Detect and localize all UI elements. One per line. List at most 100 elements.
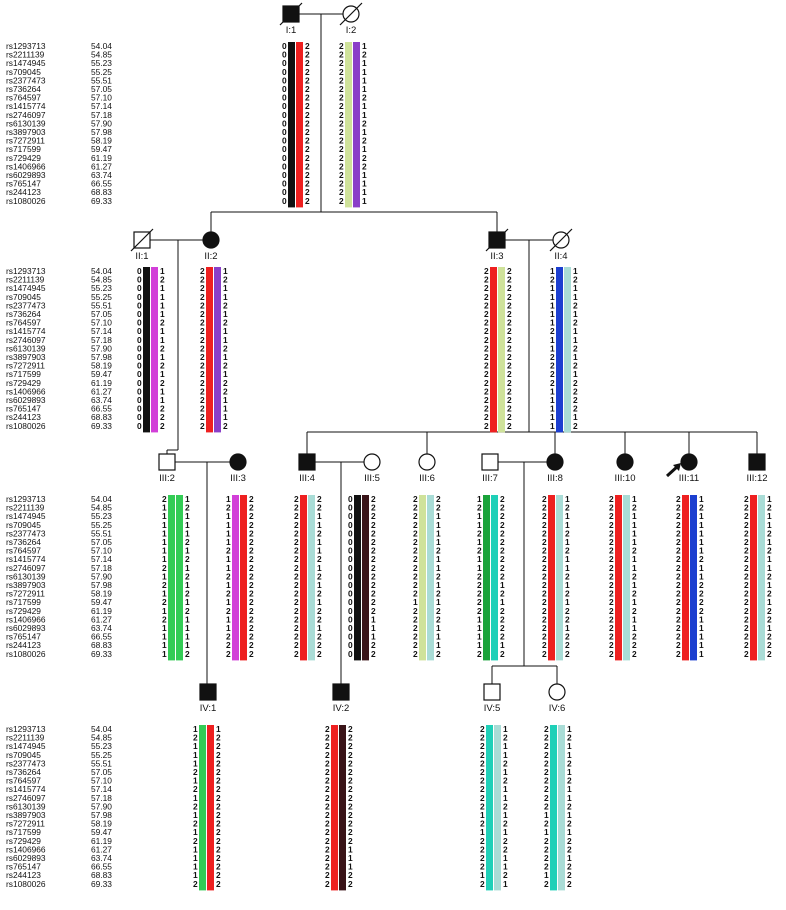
marker-rsid: rs736264 xyxy=(6,767,41,777)
genotype-allele: 1 xyxy=(362,144,367,154)
female-symbol xyxy=(363,453,381,471)
marker-position: 68.83 xyxy=(91,412,112,422)
genotype-allele: 2 xyxy=(348,793,353,803)
genotype-allele: 2 xyxy=(744,606,749,616)
genotype-allele: 1 xyxy=(193,776,198,786)
female-symbol xyxy=(680,453,698,471)
genotype-allele: 1 xyxy=(193,827,198,837)
marker-rsid: rs1415774 xyxy=(6,326,46,336)
genotype-allele: 2 xyxy=(249,528,254,538)
genotype-allele: 0 xyxy=(282,170,287,180)
genotype-allele: 2 xyxy=(500,632,505,642)
marker-position: 57.14 xyxy=(91,784,112,794)
genotype-allele: 1 xyxy=(567,810,572,820)
genotype-allele: 2 xyxy=(676,589,681,599)
marker-rsid: rs244123 xyxy=(6,640,41,650)
genotype-allele: 2 xyxy=(544,741,549,751)
genotype-allele: 2 xyxy=(542,503,547,513)
genotype-allele: 0 xyxy=(282,101,287,111)
marker-rsid: rs2377473 xyxy=(6,528,46,538)
genotype-allele: 2 xyxy=(317,494,322,504)
genotype-allele: 2 xyxy=(573,404,578,414)
genotype-allele: 2 xyxy=(185,606,190,616)
marker-rsid: rs717599 xyxy=(6,827,41,837)
genotype-allele: 2 xyxy=(185,537,190,547)
genotype-allele: 1 xyxy=(223,335,228,345)
marker-rsid: rs1415774 xyxy=(6,101,46,111)
genotype-allele: 2 xyxy=(609,649,614,659)
genotype-allele: 2 xyxy=(216,844,221,854)
genotype-allele: 2 xyxy=(609,563,614,573)
genotype-allele: 1 xyxy=(477,494,482,504)
genotype-allele: 0 xyxy=(348,597,353,607)
genotype-allele: 2 xyxy=(609,640,614,650)
genotype-allele: 0 xyxy=(348,649,353,659)
genotype-allele: 2 xyxy=(249,640,254,650)
genotype-allele: 2 xyxy=(162,494,167,504)
genotype-allele: 1 xyxy=(193,853,198,863)
genotype-allele: 2 xyxy=(573,386,578,396)
genotype-allele: 2 xyxy=(567,870,572,880)
genotype-allele: 2 xyxy=(226,649,231,659)
marker-rsid: rs2211139 xyxy=(6,275,45,285)
genotype-allele: 2 xyxy=(185,649,190,659)
genotype-allele: 2 xyxy=(339,75,344,85)
genotype-allele: 1 xyxy=(226,520,231,530)
genotype-allele: 2 xyxy=(507,283,512,293)
genotype-allele: 2 xyxy=(573,361,578,371)
marker-position: 55.51 xyxy=(91,528,112,538)
marker-rsid: rs2746097 xyxy=(6,335,46,345)
genotype-allele: 0 xyxy=(137,326,142,336)
genotype-allele: 2 xyxy=(325,853,330,863)
genotype-allele: 2 xyxy=(200,378,205,388)
genotype-allele: 2 xyxy=(339,101,344,111)
genotype-allele: 2 xyxy=(362,153,367,163)
genotype-allele: 0 xyxy=(137,275,142,285)
genotype-allele: 2 xyxy=(609,606,614,616)
genotype-allele: 1 xyxy=(436,597,441,607)
genotype-allele: 2 xyxy=(371,511,376,521)
genotype-allele: 1 xyxy=(550,309,555,319)
genotype-allele: 2 xyxy=(317,528,322,538)
genotype-allele: 2 xyxy=(477,503,482,513)
genotype-allele: 1 xyxy=(632,597,637,607)
genotype-allele: 0 xyxy=(282,136,287,146)
genotype-allele: 2 xyxy=(200,395,205,405)
genotype-allele: 1 xyxy=(193,750,198,760)
genotype-allele: 2 xyxy=(676,623,681,633)
genotype-allele: 2 xyxy=(216,836,221,846)
genotype-allele: 2 xyxy=(542,494,547,504)
genotype-allele: 2 xyxy=(676,520,681,530)
genotype-allele: 2 xyxy=(507,275,512,285)
genotype-allele: 1 xyxy=(223,292,228,302)
genotype-allele: 1 xyxy=(565,597,570,607)
marker-rsid: rs764597 xyxy=(6,93,41,103)
genotype-allele: 1 xyxy=(573,369,578,379)
genotype-allele: 2 xyxy=(676,528,681,538)
haplotype-bar xyxy=(232,495,239,661)
genotype-allele: 2 xyxy=(339,136,344,146)
genotype-allele: 2 xyxy=(609,571,614,581)
genotype-allele: 1 xyxy=(767,511,772,521)
genotype-allele: 2 xyxy=(413,494,418,504)
genotype-allele: 2 xyxy=(507,343,512,353)
genotype-allele: 2 xyxy=(567,776,572,786)
genotype-allele: 2 xyxy=(362,50,367,60)
haplotype-bar xyxy=(758,495,765,661)
genotype-allele: 0 xyxy=(348,606,353,616)
genotype-allele: 2 xyxy=(436,494,441,504)
genotype-allele: 2 xyxy=(371,520,376,530)
genotype-allele: 2 xyxy=(500,649,505,659)
genotype-allele: 2 xyxy=(542,528,547,538)
genotype-allele: 1 xyxy=(160,300,165,310)
genotype-allele: 1 xyxy=(362,196,367,206)
genotype-allele: 1 xyxy=(371,614,376,624)
genotype-allele: 2 xyxy=(325,810,330,820)
genotype-allele: 1 xyxy=(480,870,485,880)
genotype-allele: 2 xyxy=(305,50,310,60)
genotype-allele: 1 xyxy=(500,597,505,607)
genotype-allele: 2 xyxy=(676,511,681,521)
genotype-allele: 2 xyxy=(413,520,418,530)
